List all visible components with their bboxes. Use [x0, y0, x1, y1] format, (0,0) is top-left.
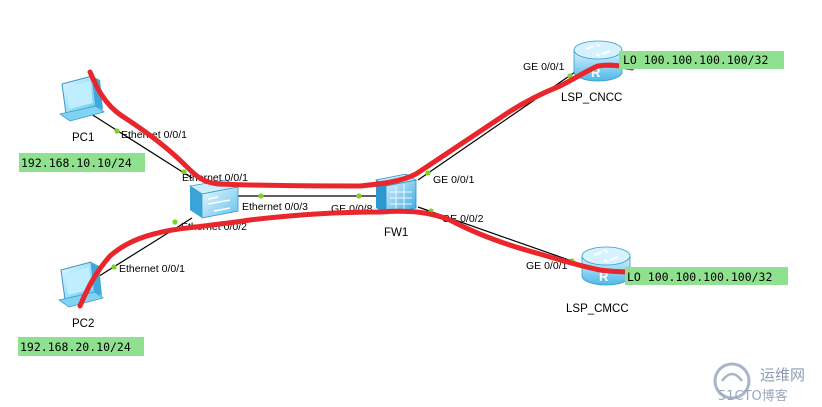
cncc-loopback: LO 100.100.100.100/32 — [623, 53, 768, 67]
annotation-path-lower — [77, 208, 639, 309]
pc1-ip-box: 192.168.10.10/24 — [19, 153, 145, 172]
lsp-cncc-label: LSP_CNCC — [561, 92, 622, 104]
port-label-cmcc-ge: GE 0/0/1 — [526, 260, 568, 272]
port-dot-sw-eth2 — [172, 219, 178, 225]
port-label-cncc-ge: GE 0/0/1 — [523, 61, 565, 73]
watermark-line1: 运维网 — [760, 366, 805, 384]
lsp-cmcc-device[interactable]: R LSP_CMCC — [566, 246, 631, 315]
link-pc1-switch[interactable] — [87, 111, 193, 179]
cmcc-lo-box: LO 100.100.100.100/32 — [625, 267, 788, 285]
pc1-label: PC1 — [72, 132, 94, 144]
watermark-logo-icon — [713, 362, 751, 400]
watermark: 运维网 51CTO博客 — [713, 362, 805, 404]
fw1-label: FW1 — [384, 227, 408, 239]
port-dots — [111, 73, 575, 270]
lsp-cncc-device[interactable]: R LSP_CNCC — [561, 40, 623, 104]
svg-text:R: R — [591, 65, 601, 80]
port-label-sw-eth3: Ethernet 0/0/3 — [242, 201, 308, 213]
port-dot-pc2 — [111, 264, 117, 270]
annotation-paths — [77, 62, 639, 309]
port-dot-sw-eth1 — [181, 169, 187, 175]
port-dot-fw-ge8 — [356, 193, 362, 199]
pc2-ip: 192.168.20.10/24 — [20, 340, 131, 354]
port-dot-fw-ge1 — [425, 170, 431, 176]
pc2-label: PC2 — [72, 318, 94, 330]
svg-text:R: R — [599, 269, 609, 284]
ip-boxes: 192.168.10.10/24 192.168.20.10/24 LO 100… — [18, 51, 788, 356]
port-dot-sw-eth3 — [258, 193, 264, 199]
cmcc-loopback: LO 100.100.100.100/32 — [627, 270, 772, 284]
cncc-lo-box: LO 100.100.100.100/32 — [619, 51, 784, 69]
port-label-pc2-eth: Ethernet 0/0/1 — [119, 263, 185, 275]
port-label-fw-ge1: GE 0/0/1 — [433, 174, 475, 186]
port-label-pc1-eth: Ethernet 0/0/1 — [121, 129, 187, 141]
pc2-ip-box: 192.168.20.10/24 — [18, 337, 144, 356]
port-dot-pc1 — [114, 128, 120, 134]
lsp-cmcc-label: LSP_CMCC — [566, 303, 629, 315]
watermark-line2: 51CTO博客 — [718, 388, 788, 404]
annotation-path-upper — [87, 62, 635, 189]
pc1-ip: 192.168.10.10/24 — [21, 156, 132, 170]
